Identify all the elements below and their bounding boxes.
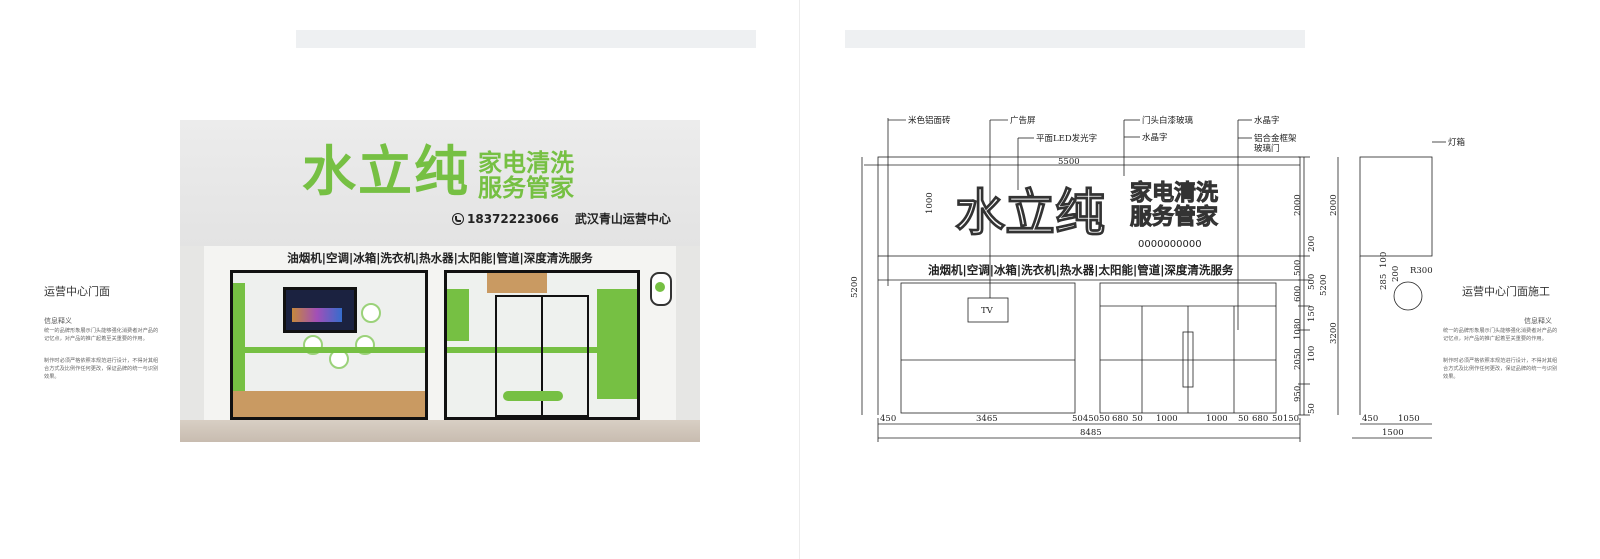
dim-right-100: 100 [1307,346,1317,362]
drawing-sign-slogan-2: 服务管家 [1130,204,1219,230]
drawing-sign-brand: 水立纯 [955,184,1105,242]
phone-icon [452,213,464,225]
right-info-paragraph-2: 制作时必须严格依照本规范进行设计，不得对其组合方式及比例作任何更改，保证品牌的统… [1443,358,1558,380]
drawing-services-list: 油烟机|空调|冰箱|洗衣机|热水器|太阳能|管道|深度清洗服务 [928,263,1234,277]
dim-bottom-chain-1: 5045050 [1072,414,1110,424]
callout-label-1: 米色铝面砖 [908,115,951,126]
dim-side-1050: 1050 [1398,414,1420,424]
right-header-bar [845,30,1305,48]
side-round-sign [1393,281,1423,311]
dim-right-2000: 2000 [1293,194,1303,216]
dim-bottom-3465: 3465 [976,414,998,424]
dim-side-2000: 2000 [1329,194,1339,216]
dim-side-radius: R300 [1410,266,1433,276]
dim-right-50: 50 [1307,403,1317,414]
callout-label-5: 水晶字 [1142,132,1168,143]
dim-side-3200: 3200 [1329,322,1339,344]
callout-label-7: 铝合金框架 [1254,133,1297,144]
glass-door-right [541,295,589,417]
dim-side-5200: 5200 [1319,274,1329,296]
dim-side-100: 100 [1379,252,1389,268]
dim-side-1500: 1500 [1382,428,1404,438]
sign-brand-name: 水立纯 [302,140,470,203]
left-pillar [180,246,204,432]
floor-mat [503,391,563,401]
drawing-tv-label: TV [981,306,994,316]
drawing-sign-phone: 0000000000 [1138,239,1202,250]
dim-bottom-50a: 50 [1132,414,1143,424]
dim-bottom-680a: 680 [1112,414,1128,424]
hanging-light-box [650,272,672,306]
sign-center-name: 武汉青山运营中心 [574,212,671,226]
dim-side-200: 200 [1391,266,1401,282]
wall-bubble [361,303,381,323]
sign-slogan-line-2: 服务管家 [478,174,574,202]
dim-bottom-1000b: 1000 [1206,414,1228,424]
storefront-sign: 水立纯 家电清洗 服务管家 18372223066 武汉青山运营中心 [180,120,700,246]
dim-bottom-680b: 680 [1252,414,1268,424]
dim-side-450: 450 [1362,414,1378,424]
callout-label-4: 门头白漆玻璃 [1142,115,1194,126]
dim-total-width-top: 5500 [1058,157,1080,167]
left-section-title: 运营中心门面 [44,285,110,298]
sign-box-outline [877,156,1301,257]
side-light-box-outline [1359,156,1433,257]
right-section-title: 运营中心门面施工 [1462,285,1550,298]
dim-left-total-height: 5200 [850,276,860,298]
callout-label-6: 水晶字 [1254,115,1280,126]
left-window-outline [900,282,1076,414]
left-info-heading: 信息释义 [44,317,72,325]
sign-contact-line: 18372223066 武汉青山运营中心 [452,210,671,227]
drawing-sign-slogan-1: 家电清洗 [1130,180,1218,206]
door-poster-panel [597,289,637,399]
right-info-paragraph-1: 统一的品牌形象展示门头能够强化消费者对产品的记忆点，对产品的推广起着至关重要的作… [1443,328,1558,342]
dim-bottom-450: 450 [880,414,896,424]
dim-side-285: 285 [1379,274,1389,290]
left-info-paragraph-2: 制作时必须严格依照本规范进行设计，不得对其组合方式及比例作任何更改，保证品牌的统… [44,358,159,380]
callout-label-2: 广告屏 [1010,115,1036,126]
door-handle [1182,331,1194,388]
sign-phone-number: 18372223066 [467,212,559,226]
dim-bottom-chain-2: 50150 [1272,414,1299,424]
dim-bottom-total: 8485 [1080,428,1102,438]
window-green-band [233,347,425,353]
dim-right-500a: 500 [1293,260,1303,276]
right-info-heading: 信息释义 [1524,317,1552,325]
callout-label-8: 玻璃门 [1254,143,1280,154]
wood-wall [487,273,547,293]
dim-right-2050: 2050 [1293,348,1303,370]
left-info-paragraph-1: 统一的品牌形象展示门头能够强化消费者对产品的记忆点，对产品的推广起着至关重要的作… [44,328,159,342]
dim-right-150: 150 [1307,306,1317,322]
dim-right-600: 600 [1293,286,1303,302]
storefront-floor [180,420,700,442]
right-pillar [676,246,700,432]
services-list: 油烟机|空调|冰箱|洗衣机|热水器|太阳能|管道|深度清洗服务 [287,251,593,265]
shop-tv-screen [283,287,357,333]
tv-outline [967,297,1009,323]
right-shop-window [444,270,640,420]
dim-right-500b: 500 [1307,274,1317,290]
dim-right-950: 950 [1293,386,1303,402]
left-shop-window [230,270,428,420]
sign-slogan-line-1: 家电清洗 [478,149,574,177]
callout-label-3: 平面LED发光字 [1036,133,1097,144]
page-divider [799,0,800,559]
dim-right-200: 200 [1307,236,1317,252]
dim-sign-height-small: 1000 [925,192,935,214]
dim-bottom-50b: 50 [1238,414,1249,424]
dim-right-1080: 1080 [1293,318,1303,340]
dim-bottom-1000a: 1000 [1156,414,1178,424]
storefront-render: 水立纯 家电清洗 服务管家 18372223066 武汉青山运营中心 油烟机|空调… [180,120,700,442]
left-header-bar [296,30,756,48]
window-floor [233,391,425,417]
callout-label-9: 灯箱 [1448,137,1466,148]
window-green-panel [447,289,469,341]
